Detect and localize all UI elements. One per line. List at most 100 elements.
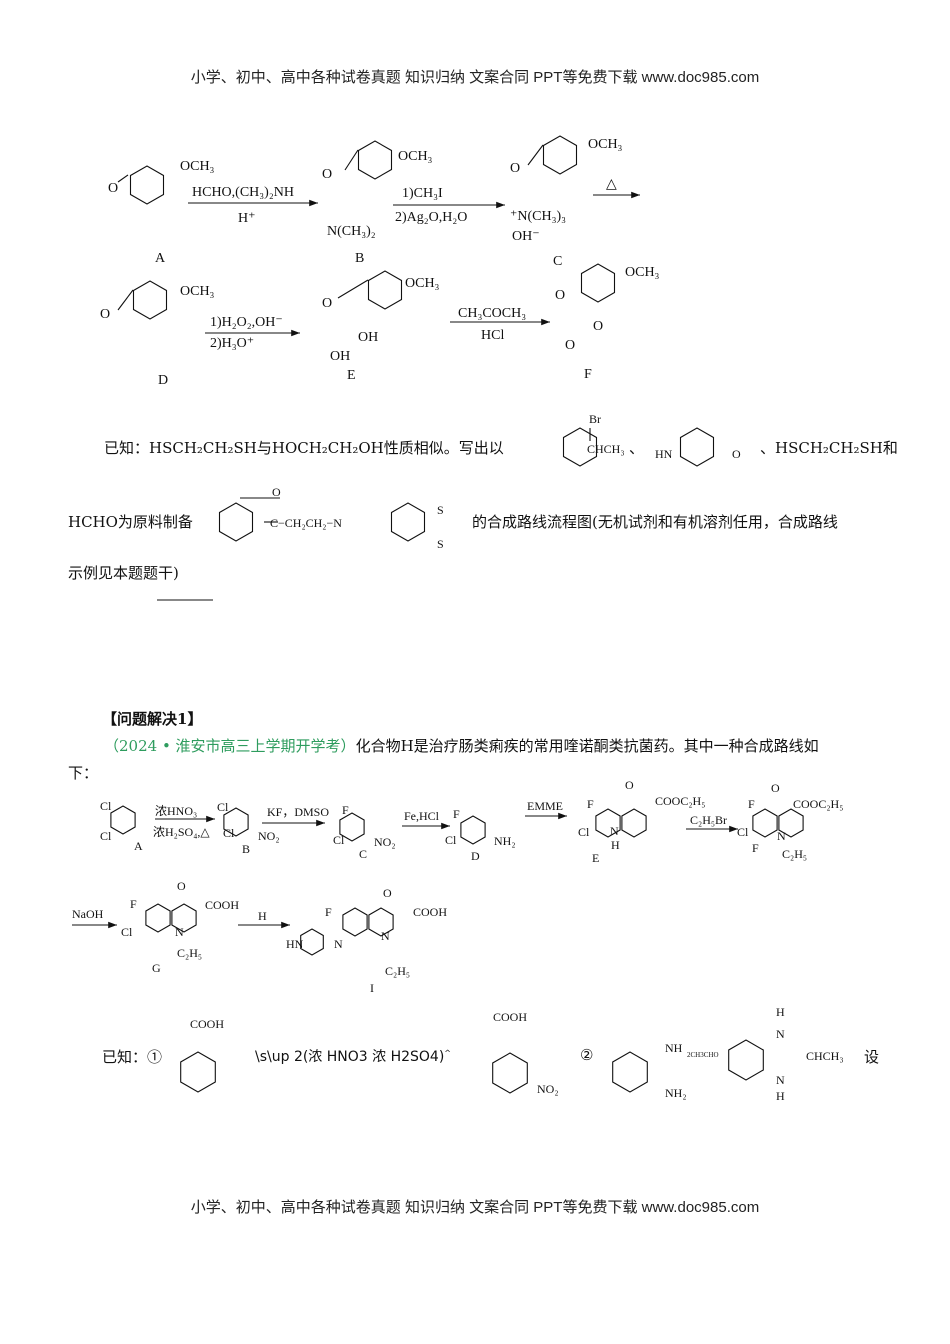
known-text-3: 示例见本题题干) [68,564,179,582]
E-oh1: OH [358,330,378,345]
s2I-f: F [325,905,332,919]
ring-bond [562,427,598,467]
s2C-label: C [359,847,367,861]
page-footer: 小学、初中、高中各种试卷真题 知识归纳 文案合同 PPT等免费下载 www.do… [190,1199,760,1216]
B-och3: OCH₃ [398,149,433,164]
s2E-ester: COOC₂H₅ [655,794,705,808]
step5-reagent: CH₃COCH₃ [458,306,526,321]
ring-bond [542,135,578,175]
F-label: F [584,367,592,382]
ring-bond [223,807,249,837]
step1-catalyst: H⁺ [238,211,256,226]
bond-layer [72,144,738,929]
B-label: B [355,251,364,266]
page-header: 小学、初中、高中各种试卷真题 知识归纳 文案合同 PPT等免费下载 www.do… [190,69,760,86]
ring-bond [357,140,393,180]
ring-bond [218,502,254,542]
known-chch3: CHCH₃ [806,1049,844,1063]
s2F-et: C₂H₅ [782,847,807,861]
s2D-cl: Cl [445,833,457,847]
step5-catalyst: HCl [481,328,504,343]
s2F-f: F [748,797,755,811]
ring-bond [129,165,165,205]
s2G-o: O [177,879,186,893]
s2G-et: C₂H₅ [177,946,202,960]
known-nh: NH [665,1041,683,1055]
s2F-n: N [777,829,786,843]
s2D-nh2: NH₂ [494,834,516,848]
ring-bond [180,1051,216,1093]
reagent1-br: Br [589,412,601,426]
known-nh2: NH₂ [665,1086,687,1100]
ring-bond [390,502,426,542]
s2A-label: A [134,839,143,853]
C-o: O [510,161,520,176]
known-h1: H [776,1005,785,1019]
known-no2: NO₂ [537,1082,559,1096]
s2E-cl: Cl [578,825,590,839]
ring-bond [460,815,486,845]
E-label: E [347,368,356,383]
known-suffix: 设 [864,1048,880,1066]
s2-step5: C₂H₅Br [690,813,727,827]
C-ammonium: ⁺N(CH₃)₃ [510,209,566,224]
s2I-et: C₂H₅ [385,964,410,978]
s2-step3: Fe,HCl [404,809,440,823]
s2B-no2: NO₂ [258,829,280,843]
reagent2-o: O [732,447,741,461]
F-o2: O [593,319,603,334]
C-och3: OCH₃ [588,137,623,152]
s2E-h: H [611,838,620,852]
reagent1-chain: CHCH₃ [587,442,625,456]
known-n1: N [776,1027,785,1041]
F-o: O [555,288,565,303]
s2I-hn: HN [286,937,304,951]
E-o: O [322,296,332,311]
s2B-cl1: Cl [217,800,229,814]
bond [344,149,359,171]
s2E-label: E [592,851,599,865]
s2B-cl2: Cl [223,826,235,840]
s2E-f: F [587,797,594,811]
s2G-cl: Cl [121,925,133,939]
known-text-2b: 的合成路线流程图(无机试剂和有机溶剂任用，合成路线 [472,513,838,531]
step2-reagent-2: 2)Ag₂O,H₂O [395,210,467,225]
known-acid2: COOH [493,1010,527,1024]
ring-bond [492,1052,528,1094]
reagent2-hn: HN [655,447,673,461]
D-label: D [158,373,168,388]
target-s1: S [437,503,444,517]
separator: 、 [629,439,645,457]
ring-bond [171,903,197,933]
ring-bond [339,812,365,842]
known-mark-2: ② [580,1046,594,1064]
target-s2: S [437,537,444,551]
E-och3: OCH₃ [405,276,440,291]
ring-bond [778,808,804,838]
known-h2: H [776,1089,785,1103]
s2-step1-below: 浓H₂SO₄,△ [153,825,210,839]
B-o: O [322,167,332,182]
ring-bond [368,907,394,937]
ring-layer [110,135,804,1094]
s2A-cl2: Cl [100,829,112,843]
D-o: O [100,307,110,322]
s2G-f: F [130,897,137,911]
s2I-label: I [370,981,374,995]
s2D-f: F [453,807,460,821]
ring-bond [580,263,616,303]
step4-reagent-2: 2)H₃O⁺ [210,336,254,351]
problem-text-2: 下： [68,764,99,782]
s2-step6: NaOH [72,907,104,921]
known-conditions: \s\up 2(浓 HNO3 浓 H2SO4)^ [255,1046,451,1066]
s2B-label: B [242,842,250,856]
known-acid: COOH [190,1017,224,1031]
problem-text: 化合物H是治疗肠类痢疾的常用喹诺酮类抗菌药。其中一种合成路线如 [355,737,819,755]
ring-bond [595,808,621,838]
C-hydroxide: OH⁻ [512,229,540,244]
bond [117,174,129,183]
C-label: C [553,254,562,269]
conditions-sup: ^ [444,1048,451,1058]
ring-bond [110,805,136,835]
